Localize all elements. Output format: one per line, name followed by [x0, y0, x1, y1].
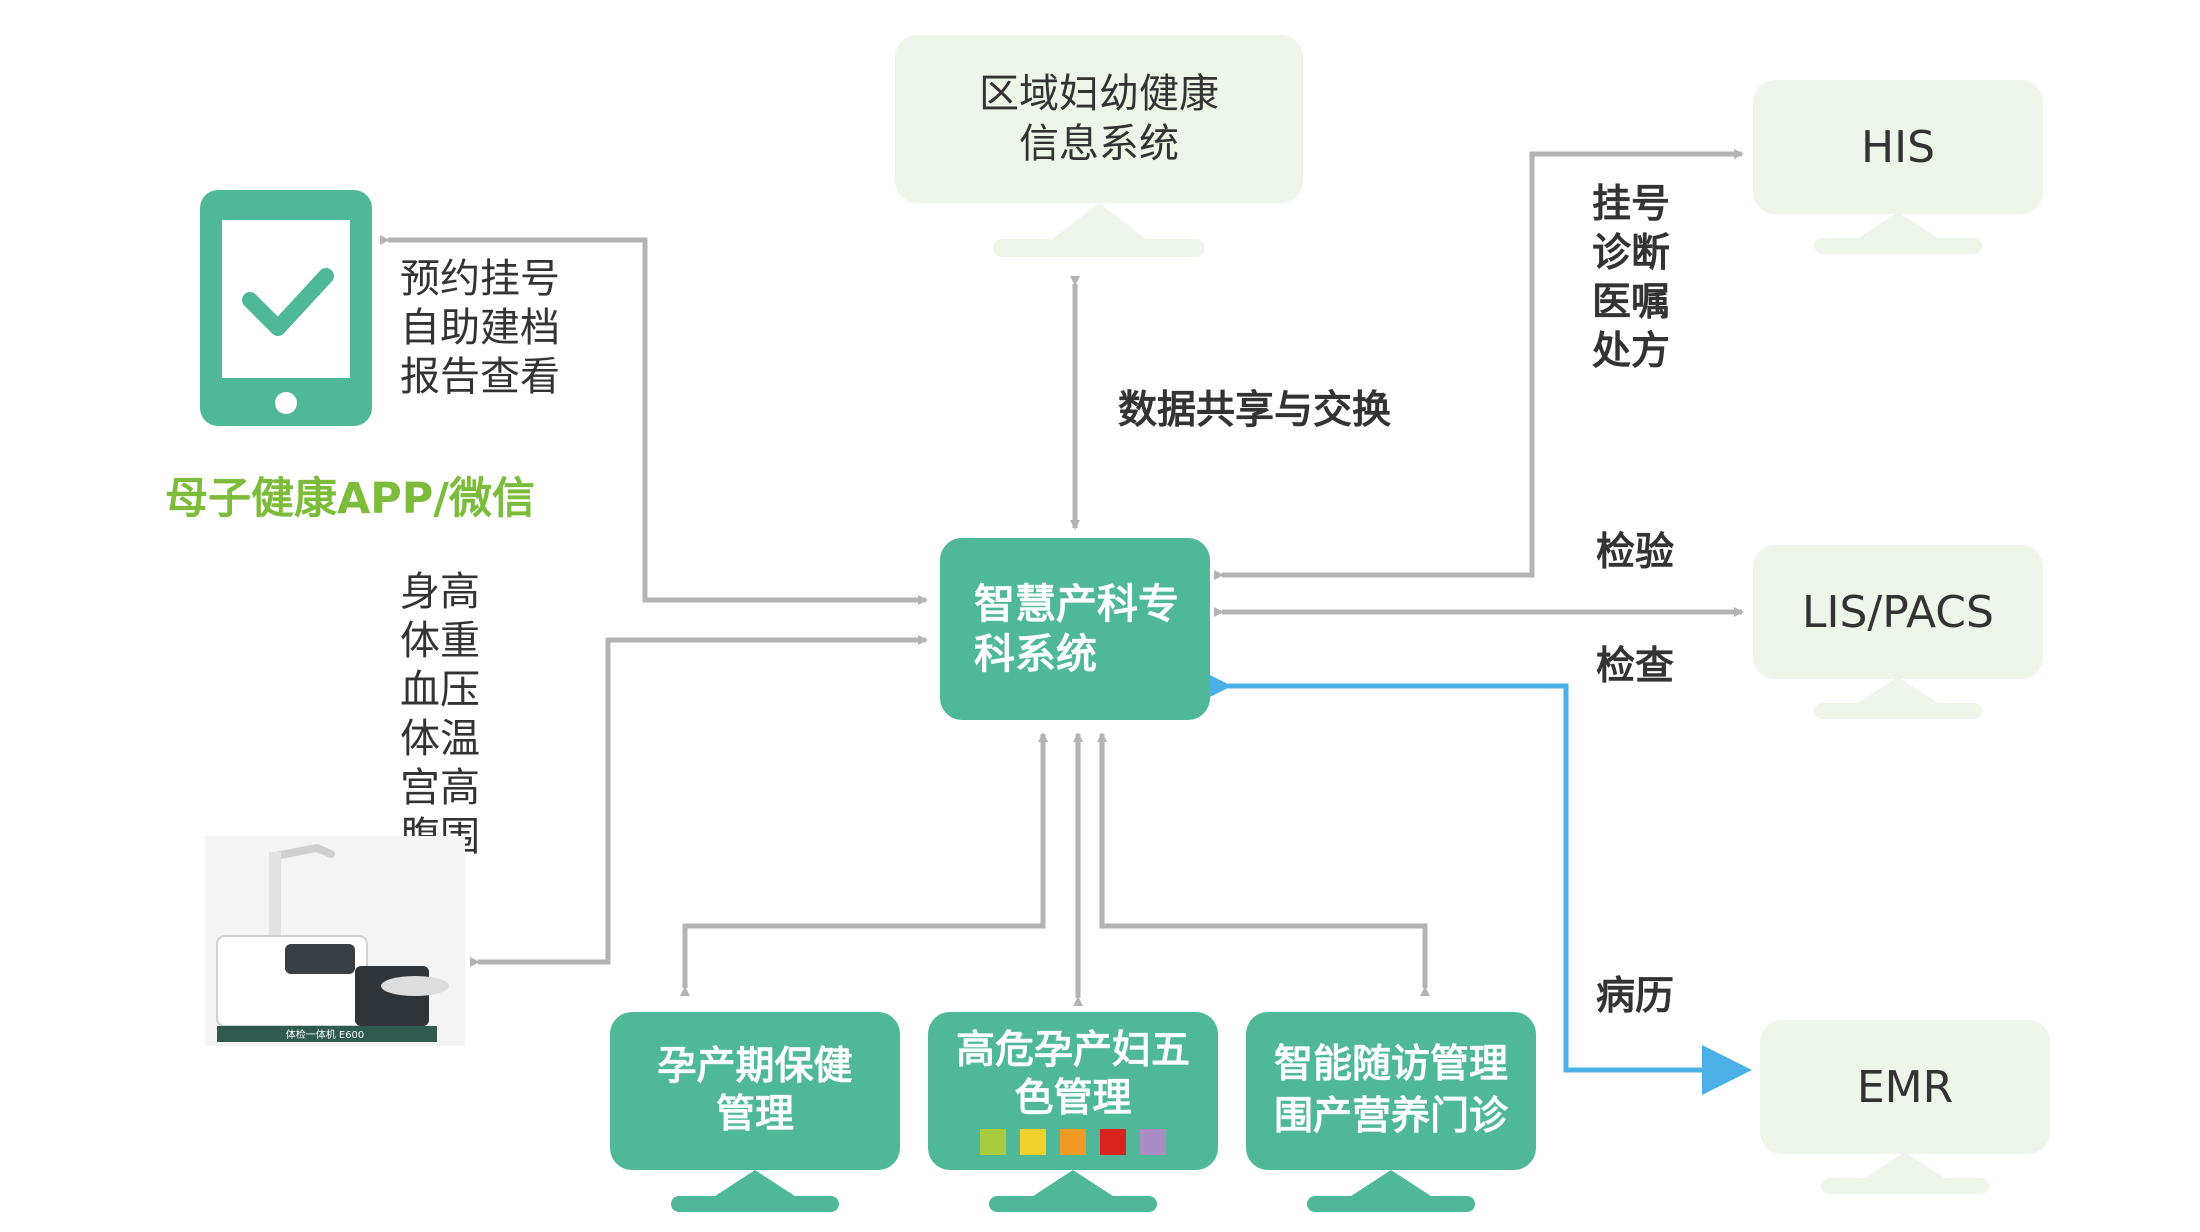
- link-emr-center: [1182, 661, 1752, 1095]
- lis-item-test: 检验: [1596, 530, 1675, 575]
- emr-label: EMR: [1856, 1061, 1954, 1113]
- his-item: 挂号: [1592, 182, 1671, 227]
- link-app-center: [380, 235, 928, 605]
- app-service-item: 报告查看: [400, 354, 560, 400]
- risk-swatch-red: [1099, 1128, 1126, 1155]
- app-label: 母子健康APP/微信: [165, 474, 536, 524]
- followup-line-1: 智能随访管理: [1273, 1042, 1508, 1087]
- risk-swatch-yellow: [1019, 1128, 1046, 1155]
- highrisk-line-1: 高危孕产妇五: [955, 1027, 1190, 1073]
- regional-system-node: 区域妇幼健康 信息系统: [895, 35, 1303, 260]
- measure-item: 血压: [400, 667, 480, 713]
- highrisk-line-2: 色管理: [1014, 1075, 1132, 1121]
- link-prenatal-center: [680, 732, 1048, 996]
- center-system-node: 智慧产科专 科系统: [940, 538, 1210, 720]
- risk-swatch-green: [979, 1128, 1006, 1155]
- follow-up-node: 智能随访管理 围产营养门诊: [1246, 1012, 1536, 1212]
- link-followup-center: [1097, 732, 1430, 996]
- his-item: 处方: [1592, 329, 1671, 374]
- lis-item-exam: 检查: [1596, 644, 1675, 689]
- prenatal-line-2: 管理: [715, 1092, 794, 1137]
- app-service-item: 预约挂号: [400, 256, 560, 302]
- measure-item: 宫高: [400, 765, 480, 811]
- measure-item: 体温: [400, 716, 480, 762]
- risk-swatch-purple: [1139, 1128, 1166, 1155]
- lis-pacs-node: LIS/PACS: [1753, 545, 2043, 721]
- exchange-label: 数据共享与交换: [1118, 388, 1392, 433]
- his-items: 挂号 诊断 医嘱 处方: [1592, 180, 1670, 376]
- his-label: HIS: [1861, 121, 1935, 173]
- center-line-2: 科系统: [974, 630, 1097, 678]
- high-risk-node: 高危孕产妇五 色管理: [928, 1012, 1218, 1212]
- his-item: 医嘱: [1592, 280, 1671, 325]
- measure-item: 身高: [400, 569, 480, 615]
- device-measures: 身高 体重 血压 体温 宫高 腹围: [400, 568, 480, 862]
- phone-check-icon: [200, 190, 372, 426]
- checkmark-icon: [242, 268, 334, 336]
- prenatal-line-1: 孕产期保健: [657, 1044, 853, 1089]
- center-line-1: 智慧产科专: [974, 580, 1179, 628]
- measure-item: 体重: [400, 618, 480, 664]
- his-node: HIS: [1753, 80, 2043, 256]
- his-item: 诊断: [1592, 231, 1671, 276]
- link-his-center: [1214, 149, 1744, 580]
- emr-item-record: 病历: [1596, 974, 1675, 1019]
- lis-pacs-label: LIS/PACS: [1802, 586, 1994, 638]
- regional-line-1: 区域妇幼健康: [979, 71, 1219, 117]
- emr-node: EMR: [1760, 1020, 2050, 1196]
- device-caption: 体检一体机 E600: [286, 1028, 365, 1041]
- regional-line-2: 信息系统: [1019, 121, 1179, 167]
- followup-line-2: 围产营养门诊: [1273, 1094, 1508, 1139]
- risk-color-swatches: [956, 1128, 1190, 1156]
- app-service-item: 自助建档: [400, 305, 560, 351]
- risk-swatch-orange: [1059, 1128, 1086, 1155]
- app-services: 预约挂号 自助建档 报告查看: [400, 255, 560, 402]
- health-check-kiosk: 体检一体机 E600: [205, 836, 465, 1046]
- link-device-center: [470, 635, 928, 967]
- prenatal-care-node: 孕产期保健 管理: [610, 1012, 900, 1212]
